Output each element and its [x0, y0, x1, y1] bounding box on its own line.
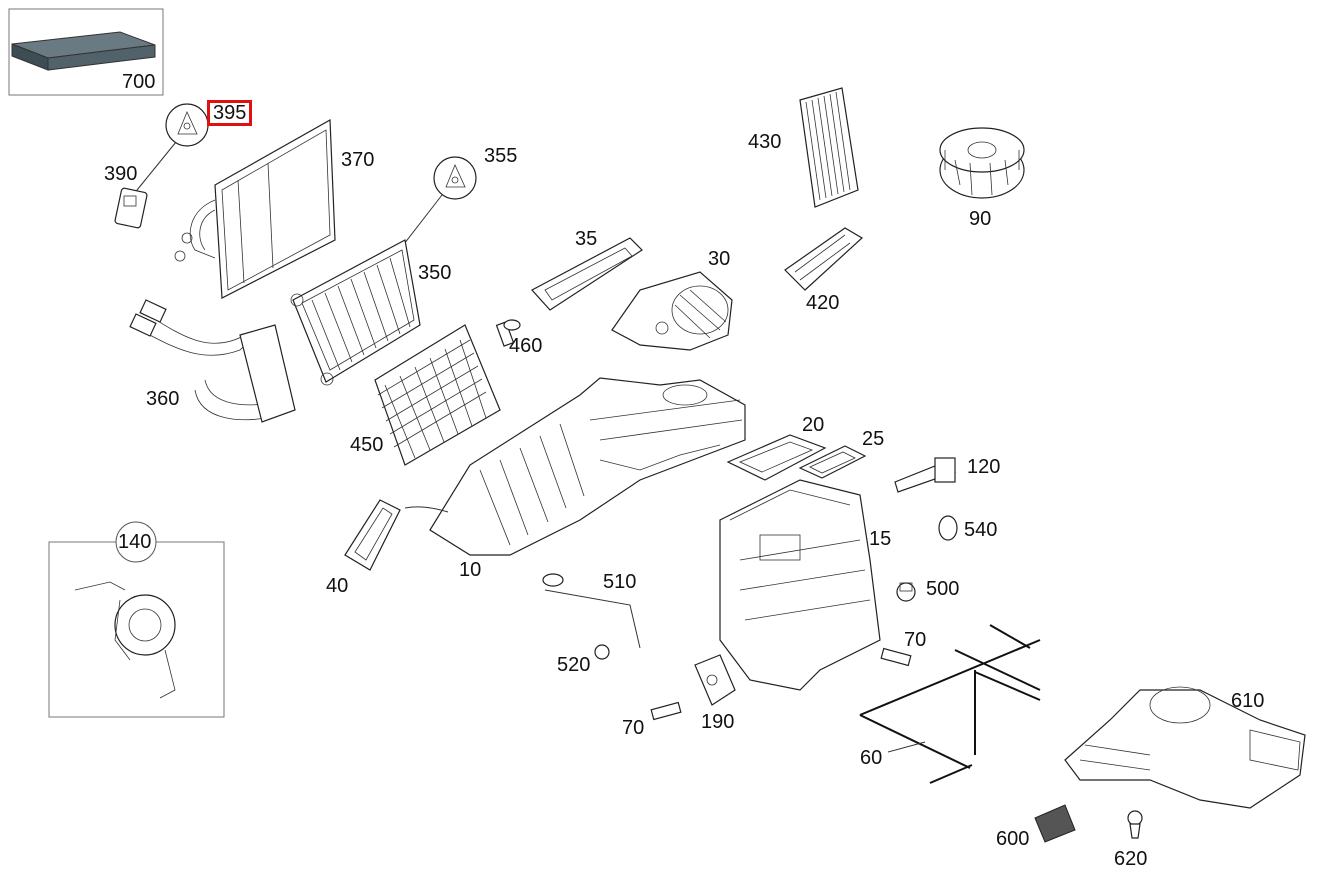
- label-390[interactable]: 390: [104, 163, 138, 185]
- bubble-140: [115, 521, 157, 563]
- part-355[interactable]: [433, 156, 477, 200]
- part-520[interactable]: [594, 644, 610, 660]
- label-520[interactable]: 520: [557, 654, 591, 676]
- part-370[interactable]: [174, 118, 336, 299]
- part-120[interactable]: [894, 457, 957, 493]
- part-70-lower[interactable]: [650, 701, 682, 721]
- label-15[interactable]: 15: [869, 528, 892, 550]
- label-360[interactable]: 360: [146, 388, 180, 410]
- label-510[interactable]: 510: [603, 571, 637, 593]
- label-600[interactable]: 600: [996, 828, 1030, 850]
- part-10[interactable]: [429, 377, 746, 556]
- part-60[interactable]: [859, 624, 1041, 784]
- part-140[interactable]: [74, 581, 176, 699]
- label-25[interactable]: 25: [862, 428, 885, 450]
- part-15[interactable]: [719, 479, 881, 691]
- label-450[interactable]: 450: [350, 434, 384, 456]
- part-610[interactable]: [1064, 686, 1306, 809]
- label-60[interactable]: 60: [860, 747, 883, 769]
- label-190[interactable]: 190: [701, 711, 735, 733]
- label-420[interactable]: 420: [806, 292, 840, 314]
- label-610[interactable]: 610: [1231, 690, 1265, 712]
- part-420[interactable]: [784, 227, 864, 291]
- part-460[interactable]: [495, 319, 521, 347]
- label-90[interactable]: 90: [969, 208, 992, 230]
- label-35[interactable]: 35: [575, 228, 598, 250]
- label-500[interactable]: 500: [926, 578, 960, 600]
- label-10[interactable]: 10: [459, 559, 482, 581]
- part-450[interactable]: [374, 324, 501, 466]
- label-120[interactable]: 120: [967, 456, 1001, 478]
- label-430[interactable]: 430: [748, 131, 782, 153]
- label-700[interactable]: 700: [122, 71, 156, 93]
- part-35[interactable]: [531, 237, 643, 311]
- label-350[interactable]: 350: [418, 262, 452, 284]
- part-500[interactable]: [896, 582, 916, 602]
- label-40[interactable]: 40: [326, 575, 349, 597]
- part-30[interactable]: [611, 271, 733, 351]
- label-540[interactable]: 540: [964, 519, 998, 541]
- part-390[interactable]: [114, 187, 148, 229]
- part-90[interactable]: [939, 127, 1025, 199]
- part-620[interactable]: [1127, 810, 1143, 839]
- part-600[interactable]: [1034, 804, 1076, 843]
- part-430[interactable]: [799, 87, 859, 208]
- filter-700-front: [47, 44, 156, 71]
- part-360[interactable]: [129, 299, 296, 423]
- label-395-highlighted[interactable]: 395: [207, 100, 253, 126]
- label-355[interactable]: 355: [484, 145, 518, 167]
- part-25[interactable]: [798, 445, 867, 479]
- part-395[interactable]: [165, 103, 209, 147]
- part-190[interactable]: [694, 654, 736, 706]
- label-70-lower[interactable]: 70: [622, 717, 645, 739]
- label-460[interactable]: 460: [509, 335, 543, 357]
- label-20[interactable]: 20: [802, 414, 825, 436]
- part-40[interactable]: [344, 499, 401, 571]
- part-510[interactable]: [542, 573, 641, 649]
- label-620[interactable]: 620: [1114, 848, 1148, 870]
- label-30[interactable]: 30: [708, 248, 731, 270]
- part-70-upper[interactable]: [880, 647, 912, 667]
- part-540[interactable]: [938, 515, 958, 541]
- label-370[interactable]: 370: [341, 149, 375, 171]
- part-20[interactable]: [726, 434, 827, 481]
- part-350[interactable]: [290, 239, 421, 386]
- label-140[interactable]: 140: [118, 531, 152, 553]
- label-70-upper[interactable]: 70: [904, 629, 927, 651]
